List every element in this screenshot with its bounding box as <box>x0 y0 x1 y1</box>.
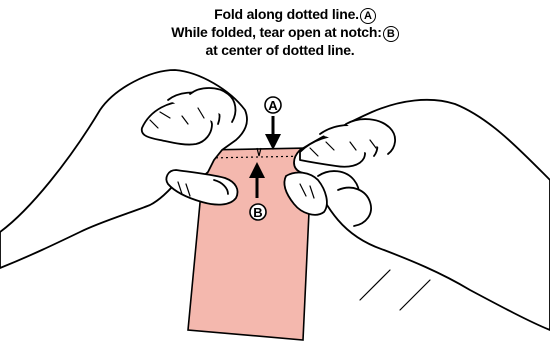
hand-right-icon <box>284 100 550 330</box>
marker-a-label: A <box>268 98 278 113</box>
marker-b-label: B <box>253 205 262 220</box>
arrow-down-icon: A <box>265 97 281 150</box>
